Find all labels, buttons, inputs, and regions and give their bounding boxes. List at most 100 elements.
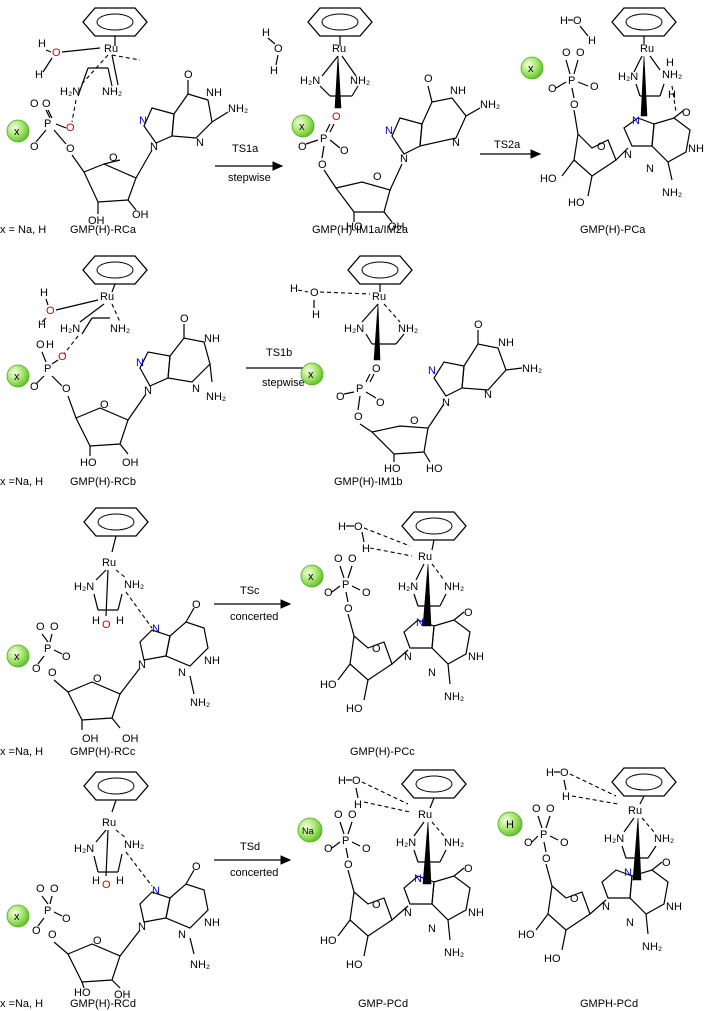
transition-state-label: TSd	[240, 841, 260, 853]
molecule-gmp-im1a: H O H Ru H₂N NH₂ O P O O O	[262, 7, 500, 236]
nh2-atom: NH₂	[124, 579, 144, 591]
h-atom: H	[92, 615, 100, 627]
n3-atom: N	[484, 389, 492, 401]
h-atom: H	[560, 15, 568, 27]
intermediate-label: GMP(H)-IM1a/IM2a	[312, 224, 409, 236]
transition-state-label: TS1b	[266, 347, 292, 359]
ru-atom: Ru	[628, 805, 642, 817]
phosphorus-atom: P	[44, 363, 51, 375]
n9-atom: N	[144, 385, 152, 397]
hydroxyl: OH	[388, 221, 405, 233]
oxygen-atom: O	[48, 667, 57, 679]
oxygen-atom: O	[336, 391, 345, 403]
nh2-atom: H₂N	[604, 833, 624, 845]
oxygen-atom: O	[348, 553, 357, 565]
n7-atom: N	[624, 867, 632, 879]
n1-atom: NH	[666, 901, 682, 913]
nh2-atom: H₂N	[300, 75, 320, 87]
reaction-arrow-2: TS2a	[480, 139, 542, 159]
oxygen-atom: O	[36, 339, 45, 351]
transition-state-label: TS2a	[494, 139, 521, 151]
hydroxyl: HO	[80, 457, 97, 469]
product-label: GMP-PCd	[358, 998, 408, 1010]
ring-oxygen: O	[100, 399, 109, 411]
reactant-label: GMP(H)-RCb	[70, 476, 136, 488]
product-label: GMP(H)-PCa	[580, 224, 646, 236]
oxygen-atom: O	[340, 145, 349, 157]
product-label: GMP(H)-PCc	[350, 746, 415, 758]
ring-oxygen: O	[109, 152, 118, 164]
oxygen-atom: O	[324, 587, 333, 599]
nh2-atom: NH₂	[398, 323, 418, 335]
x-definition-label: x =Na, H	[0, 998, 43, 1010]
carbonyl-oxygen: O	[682, 107, 691, 119]
n7-atom: N	[385, 125, 393, 137]
n1-atom: NH	[468, 651, 484, 663]
ring-oxygen: O	[93, 673, 102, 685]
nh2-atom: NH₂	[654, 833, 674, 845]
oxygen-atom: O	[50, 883, 59, 895]
amino-group: NH₂	[190, 697, 210, 709]
oxygen-atom: O	[298, 141, 307, 153]
reactant-label: GMP(H)-RCc	[70, 746, 136, 758]
nh-atom: H	[666, 57, 674, 69]
nh2-atom: H₂N	[60, 323, 80, 335]
n9-atom: N	[624, 149, 632, 161]
hydroxyl: HO	[346, 959, 363, 971]
n1-atom: NH	[204, 333, 220, 345]
ring-oxygen: O	[93, 935, 102, 947]
molecule-gmp-rcb: Ru H O H H₂N NH₂ O H O P O O x	[0, 255, 226, 488]
h-atom: H	[262, 27, 270, 39]
mechanism-label: stepwise	[262, 377, 305, 389]
oxygen-atom: O	[372, 363, 381, 375]
oxygen-atom: O	[354, 521, 363, 533]
intermediate-label: GMP(H)-IM1b	[334, 476, 402, 488]
hydroxyl: OH	[114, 989, 131, 1001]
oxygen-atom: O	[524, 837, 533, 849]
oxygen-atom: O	[102, 619, 111, 631]
hydroxyl: OH	[82, 733, 99, 745]
oxygen-atom: O	[36, 621, 45, 633]
row-4: Ru H₂N NH₂ H O H O O P O O O x	[0, 767, 682, 1010]
n1-atom: NH	[204, 917, 220, 929]
row-2: Ru H O H H₂N NH₂ O H O P O O x	[0, 255, 542, 488]
x-definition-label: x =Na, H	[0, 746, 43, 758]
carbonyl-oxygen: O	[464, 607, 473, 619]
hydroxyl: HO	[540, 173, 557, 185]
h-atom: H	[668, 89, 676, 101]
amino-group: NH₂	[480, 99, 500, 111]
oxygen-atom: O	[334, 809, 343, 821]
molecule-gmp-pcd: H O H Ru H₂N NH₂ Na O P O O O	[297, 769, 484, 1010]
substituent-x: x	[308, 571, 314, 583]
hydroxyl: OH	[88, 215, 105, 227]
n3-atom: N	[428, 923, 436, 935]
molecule-gmp-rcc: Ru H₂N NH₂ H O H O O P O O O x	[0, 507, 220, 758]
nh2-atom: NH₂	[662, 69, 682, 81]
h-atom: H	[38, 38, 46, 50]
nh2-atom: NH₂	[444, 837, 464, 849]
n9-atom: N	[404, 907, 412, 919]
oxygen-atom: O	[58, 351, 67, 363]
hydroxyl: HO	[346, 221, 363, 233]
h-atom: H	[290, 283, 298, 295]
oxygen-atom: O	[332, 111, 341, 123]
nh2-atom: NH₂	[110, 323, 130, 335]
phosphorus-atom: P	[44, 905, 51, 917]
h-atom: H	[546, 767, 554, 779]
n9-atom: N	[400, 153, 408, 165]
oxygen-atom: O	[362, 843, 371, 855]
ring-oxygen: O	[372, 899, 381, 911]
hydroxyl: HO	[320, 935, 337, 947]
amino-group: NH₂	[642, 941, 662, 953]
reaction-arrow-5: TSd concerted	[214, 841, 292, 879]
ru-atom: Ru	[372, 291, 386, 303]
row-1: Ru O H H H₂N NH₂ O P O O O O	[0, 7, 704, 236]
amino-group: NH₂	[228, 103, 248, 115]
n1-atom: NH	[204, 655, 220, 667]
oxygen-atom: O	[30, 141, 39, 153]
n1-atom: NH	[468, 907, 484, 919]
amino-group: NH₂	[190, 959, 210, 971]
amino-group: NH₂	[444, 947, 464, 959]
carbonyl-oxygen: O	[662, 857, 671, 869]
